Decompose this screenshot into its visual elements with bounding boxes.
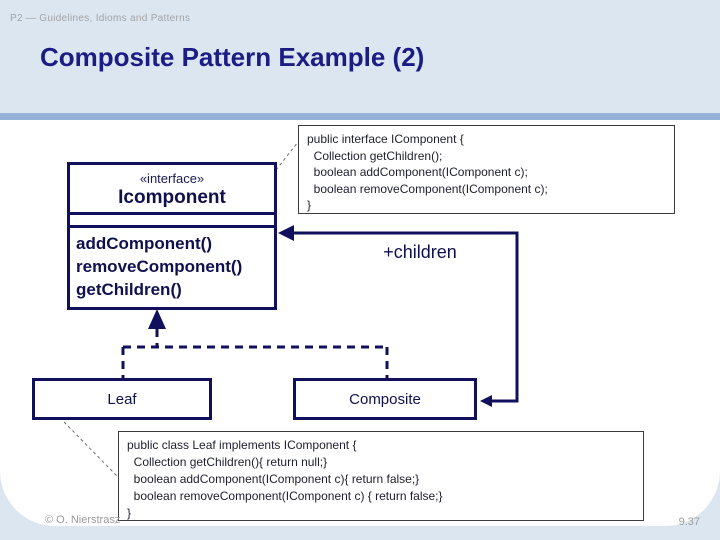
copyright-text: © O. Nierstrasz	[45, 514, 121, 526]
method-removecomponent: removeComponent()	[76, 257, 243, 276]
method-addcomponent: addComponent()	[76, 234, 212, 253]
composite-class-box: Composite	[293, 378, 477, 420]
method-getchildren: getChildren()	[76, 280, 182, 299]
interface-stereotype: «interface»	[139, 171, 205, 186]
children-association-label: +children	[383, 242, 457, 262]
slide-number: 9.37	[678, 516, 700, 528]
attributes-compartment-empty	[70, 215, 274, 225]
icomponent-class-box: «interface» Icomponent addComponent() re…	[67, 162, 277, 310]
compartment-divider	[70, 225, 274, 228]
icomponent-code-snippet: public interface IComponent { Collection…	[298, 125, 675, 214]
interface-name: Icomponent	[118, 187, 226, 208]
page-title: Composite Pattern Example (2)	[40, 42, 425, 72]
compartment-divider	[70, 212, 274, 215]
leaf-code-snippet: public class Leaf implements IComponent …	[118, 431, 644, 521]
leaf-class-box: Leaf	[32, 378, 212, 420]
accent-bar	[0, 113, 720, 120]
methods-compartment: addComponent() removeComponent() getChil…	[70, 228, 274, 301]
icomponent-name-compartment: «interface» Icomponent	[70, 165, 274, 212]
slide-header: P2 — Guidelines, Idioms and Patterns	[10, 13, 191, 24]
